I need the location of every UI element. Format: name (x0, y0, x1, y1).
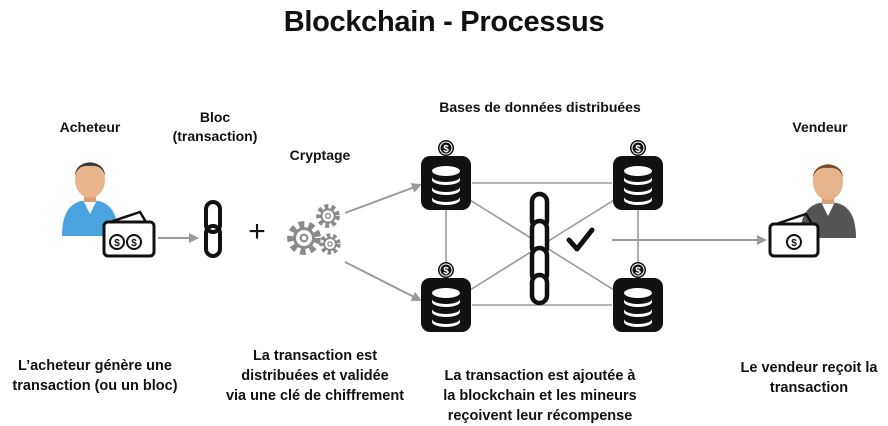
dollar-symbol: $ (635, 266, 641, 277)
dollar-symbol: $ (635, 144, 641, 155)
seller-person-icon (800, 164, 856, 238)
dollar-symbol: $ (114, 238, 120, 249)
database-icon (613, 278, 663, 332)
dollar-symbol: $ (443, 144, 449, 155)
database-icon (421, 278, 471, 332)
blockchain-caption: La transaction est ajoutée à la blockcha… (443, 368, 637, 424)
plus-sign: + (248, 215, 266, 248)
crypto-label: Cryptage (289, 147, 351, 163)
block-label: Bloc (transaction) (172, 109, 258, 144)
checkmark-icon (566, 227, 595, 252)
distributed-db-label: Bases de données distribuées (439, 99, 641, 115)
buyer-caption: L’acheteur génère une transaction (ou un… (12, 358, 178, 394)
seller-caption: Le vendeur reçoit la transaction (740, 360, 878, 396)
blockchain-chain-icon (529, 191, 550, 306)
seller-label: Vendeur (792, 119, 848, 135)
wallet-icon (102, 210, 156, 258)
buyer-label: Acheteur (59, 119, 121, 135)
database-icon (613, 156, 663, 210)
chain-link-icon (204, 200, 222, 258)
page-title: Blockchain - Processus (283, 6, 605, 38)
dollar-symbol: $ (443, 266, 449, 277)
dollar-symbol: $ (791, 238, 797, 249)
wallet-icon (768, 212, 820, 258)
crypto-caption: La transaction est distribuées et validé… (225, 348, 405, 404)
gears-icon (291, 207, 339, 253)
database-icon (421, 156, 471, 210)
dollar-symbol: $ (131, 238, 137, 249)
